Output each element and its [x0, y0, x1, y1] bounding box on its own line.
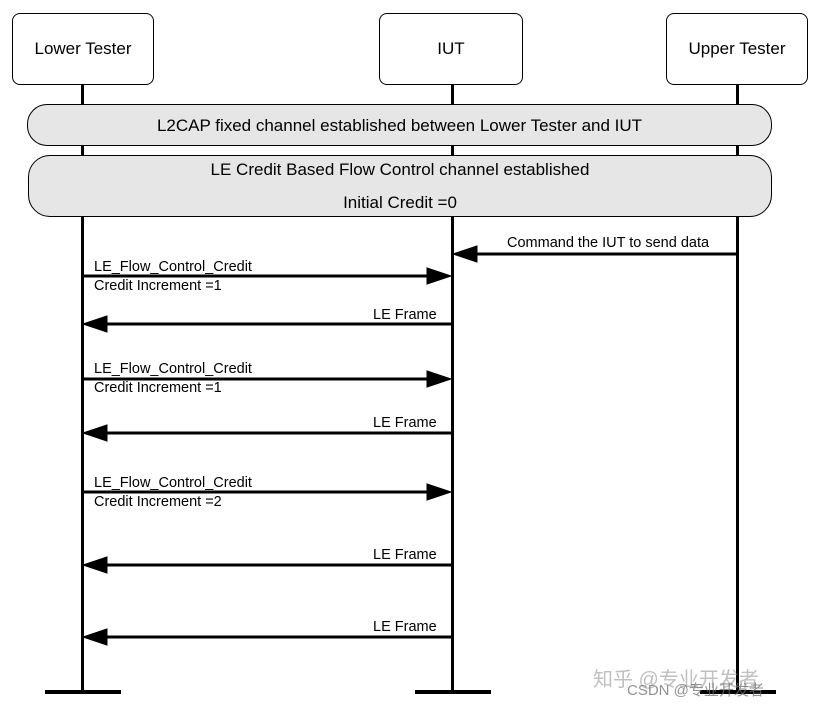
label-credit-2-name: LE_Flow_Control_Credit — [94, 361, 252, 377]
label-credit-3-name: LE_Flow_Control_Credit — [94, 475, 252, 491]
arrowhead-frame-2 — [81, 424, 108, 442]
iut-lifeline — [451, 84, 454, 692]
label-frame-3: LE Frame — [373, 547, 437, 563]
participant-upper-tester: Upper Tester — [666, 13, 808, 85]
state-l2cap-label: L2CAP fixed channel established between … — [156, 116, 643, 135]
arrowhead-frame-1 — [81, 315, 108, 333]
lower-tester-lifeline — [81, 84, 84, 692]
participant-upper-tester-label: Upper Tester — [688, 39, 786, 58]
arrowhead-command — [451, 245, 478, 263]
watermark-csdn: CSDN @专业开发者 — [627, 682, 764, 699]
arrowhead-frame-3 — [81, 556, 108, 574]
lower-tester-foot — [45, 690, 121, 694]
participant-lower-tester-label: Lower Tester — [34, 39, 132, 58]
participant-iut-label: IUT — [437, 39, 465, 58]
arrowhead-credit-1 — [426, 267, 453, 285]
iut-foot — [415, 690, 491, 694]
state-le-credit-title: LE Credit Based Flow Control channel est… — [210, 160, 590, 179]
label-credit-1-name: LE_Flow_Control_Credit — [94, 259, 252, 275]
upper-tester-lifeline — [736, 84, 739, 692]
state-le-credit-initial: Initial Credit =0 — [343, 193, 457, 212]
state-l2cap-established: L2CAP fixed channel established between … — [27, 104, 772, 146]
label-frame-2: LE Frame — [373, 415, 437, 431]
participant-iut: IUT — [379, 13, 523, 85]
participant-lower-tester: Lower Tester — [12, 13, 154, 85]
watermark-zhihu: 知乎 @专业开发者 — [593, 669, 759, 691]
label-frame-4: LE Frame — [373, 619, 437, 635]
arrowhead-credit-2 — [426, 370, 453, 388]
label-credit-2-detail: Credit Increment =1 — [94, 380, 222, 396]
label-command: Command the IUT to send data — [507, 235, 710, 251]
label-credit-1-detail: Credit Increment =1 — [94, 278, 222, 294]
label-credit-3-detail: Credit Increment =2 — [94, 494, 222, 510]
arrowhead-credit-3 — [426, 483, 453, 501]
arrowhead-frame-4 — [81, 628, 108, 646]
state-le-credit-channel: LE Credit Based Flow Control channel est… — [28, 155, 772, 217]
upper-tester-foot — [700, 690, 776, 694]
label-frame-1: LE Frame — [373, 307, 437, 323]
